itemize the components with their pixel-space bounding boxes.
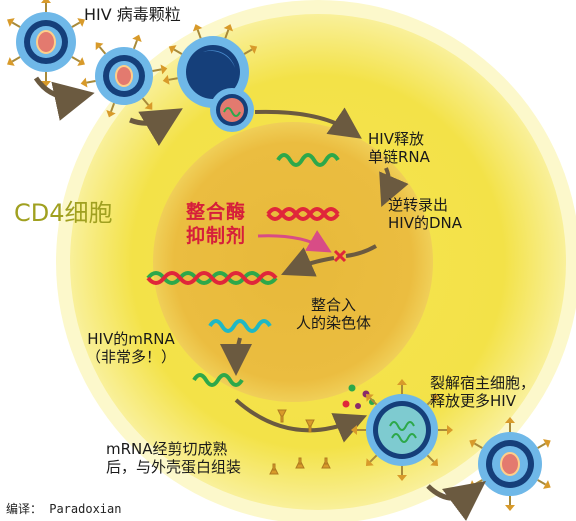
- entry-arrow: [33, 76, 95, 121]
- hiv-particle-icon: [3, 0, 89, 88]
- cd4-cell-label: CD4细胞: [14, 199, 113, 227]
- hiv-particle-label: HIV 病毒颗粒: [84, 5, 181, 24]
- lyse-label: 裂解宿主细胞， 释放更多HIV: [430, 374, 535, 410]
- release-rna-line2: 单链RNA: [368, 148, 430, 166]
- assemble-line2: 后，与外壳蛋白组装: [106, 458, 242, 476]
- integrase-inhibitor-label: 整合酶 抑制剂: [186, 200, 246, 248]
- integrate-line1: 整合入: [311, 296, 357, 314]
- inhibitor-line1: 整合酶: [186, 201, 247, 223]
- integrate-line2: 人的染色体: [296, 314, 372, 332]
- integrate-label: 整合入 人的染色体: [296, 296, 371, 332]
- hiv-dna-helix: [266, 207, 340, 221]
- mrna-strand: [208, 319, 272, 333]
- flow-arrow: [379, 167, 409, 208]
- assemble-label: mRNA经剪切成熟 后，与外壳蛋白组装: [106, 440, 241, 476]
- credit-text: 编译： Paradoxian: [6, 502, 122, 516]
- flow-arrow: [281, 247, 335, 277]
- block-x-icon: [333, 249, 347, 263]
- chromosome-helix: [146, 271, 278, 285]
- hiv-particle-icon: [78, 31, 170, 121]
- lyse-line1: 裂解宿主细胞，: [430, 374, 536, 392]
- release-rna-line1: HIV释放: [368, 130, 424, 148]
- coat-protein-icon: [269, 409, 331, 475]
- released-virus-icon: [465, 416, 555, 512]
- budding-virus-icon: [350, 378, 454, 482]
- flow-arrow: [234, 398, 368, 443]
- lyse-line2: 释放更多HIV: [430, 392, 516, 410]
- reverse-transcribe-label: 逆转录出 HIV的DNA: [388, 196, 462, 232]
- flow-arrow: [220, 337, 253, 376]
- assemble-line1: mRNA经剪切成熟: [106, 440, 228, 458]
- flow-arrow: [254, 107, 362, 139]
- inhibitor-line2: 抑制剂: [186, 225, 247, 247]
- mrna-line2: （非常多！）: [86, 348, 177, 366]
- entry-arrow: [129, 108, 183, 147]
- release-arrow: [426, 481, 487, 521]
- reverse-transcribe-line2: HIV的DNA: [388, 214, 462, 232]
- flow-arrow: [345, 244, 377, 258]
- release-rna-label: HIV释放 单链RNA: [368, 130, 430, 166]
- inhibitor-arrow: [257, 230, 332, 253]
- mrna-label: HIV的mRNA （非常多！）: [86, 330, 176, 366]
- mrna-strand: [192, 373, 244, 387]
- mrna-line1: HIV的mRNA: [87, 330, 175, 348]
- rna-strand: [276, 153, 340, 167]
- capsid-icon: [210, 88, 254, 132]
- reverse-transcribe-line1: 逆转录出: [388, 196, 449, 214]
